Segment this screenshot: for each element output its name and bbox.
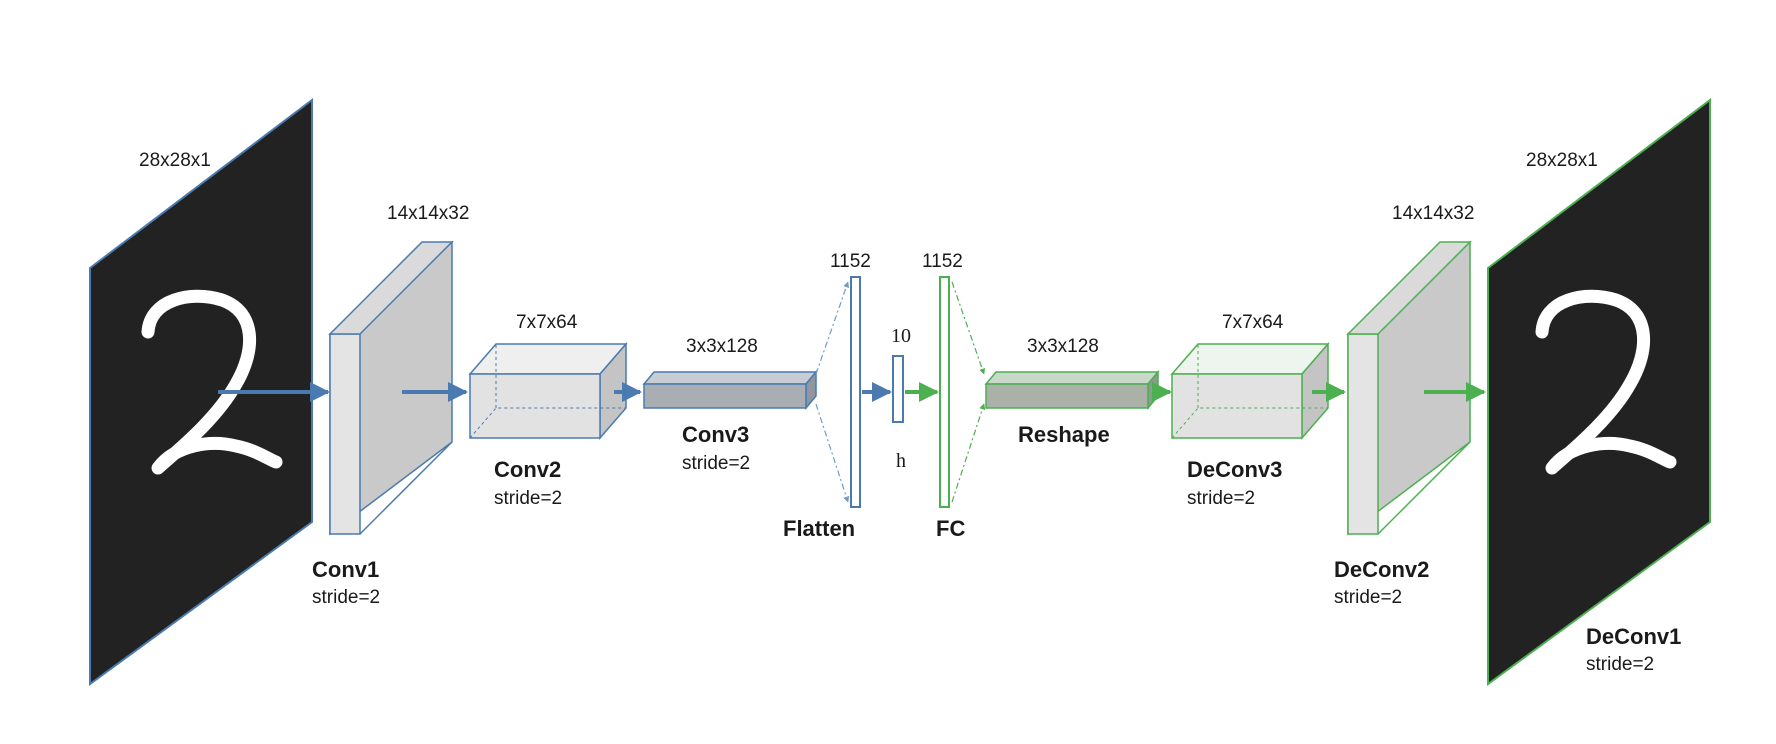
deconv3-stride-label: stride=2 [1187, 488, 1255, 509]
conv1-stride-label: stride=2 [312, 587, 380, 608]
input-digit-glyph [141, 289, 283, 475]
conv2-name-label: Conv2 [494, 457, 561, 482]
conv3-name-label: Conv3 [682, 422, 749, 447]
latent-vector [892, 355, 904, 423]
input-image-panel [89, 97, 313, 686]
conv1-dim-label: 14x14x32 [387, 203, 469, 224]
deconv3-dim-label: 7x7x64 [1222, 312, 1284, 333]
conv3-dim-label: 3x3x128 [686, 336, 758, 357]
fc-vector [939, 276, 950, 508]
deconv1-stride-label: stride=2 [1586, 654, 1654, 675]
input-dim-label: 28x28x1 [139, 150, 211, 171]
flatten-name-label: Flatten [783, 516, 855, 541]
conv1-name-label: Conv1 [312, 557, 379, 582]
reshape-dim-label: 3x3x128 [1027, 336, 1099, 357]
reshape-name-label: Reshape [1018, 422, 1110, 447]
input-image [89, 97, 313, 686]
deconv3-block [1170, 341, 1330, 441]
flatten-dim-label: 1152 [830, 251, 871, 272]
fc-name-label: FC [936, 516, 965, 541]
output-digit-glyph [1535, 289, 1677, 475]
reshape-block [984, 369, 1160, 411]
conv2-dim-label: 7x7x64 [516, 312, 578, 333]
conv2-block [468, 341, 628, 441]
deconv2-stride-label: stride=2 [1334, 587, 1402, 608]
proj-conv3-flatten-bottom [815, 403, 850, 503]
deconv1-name-label: DeConv1 [1586, 624, 1681, 649]
conv3-stride-label: stride=2 [682, 453, 750, 474]
conv2-stride-label: stride=2 [494, 488, 562, 509]
deconv3-name-label: DeConv3 [1187, 457, 1282, 482]
output-image [1487, 97, 1711, 686]
proj-conv3-flatten-top [815, 281, 850, 375]
proj-fc-reshape-bottom [951, 403, 986, 503]
fc-dim-label: 1152 [922, 251, 963, 272]
deconv2-block [1346, 240, 1472, 536]
output-image-panel [1487, 97, 1711, 686]
conv3-block [642, 369, 818, 411]
conv1-block [328, 240, 454, 536]
deconv2-dim-label: 14x14x32 [1392, 203, 1474, 224]
latent-dim-label: 10 [891, 325, 911, 347]
latent-name-label: h [896, 450, 906, 472]
proj-fc-reshape-top [951, 281, 986, 375]
output-dim-label: 28x28x1 [1526, 150, 1598, 171]
deconv2-name-label: DeConv2 [1334, 557, 1429, 582]
flatten-vector [850, 276, 861, 508]
